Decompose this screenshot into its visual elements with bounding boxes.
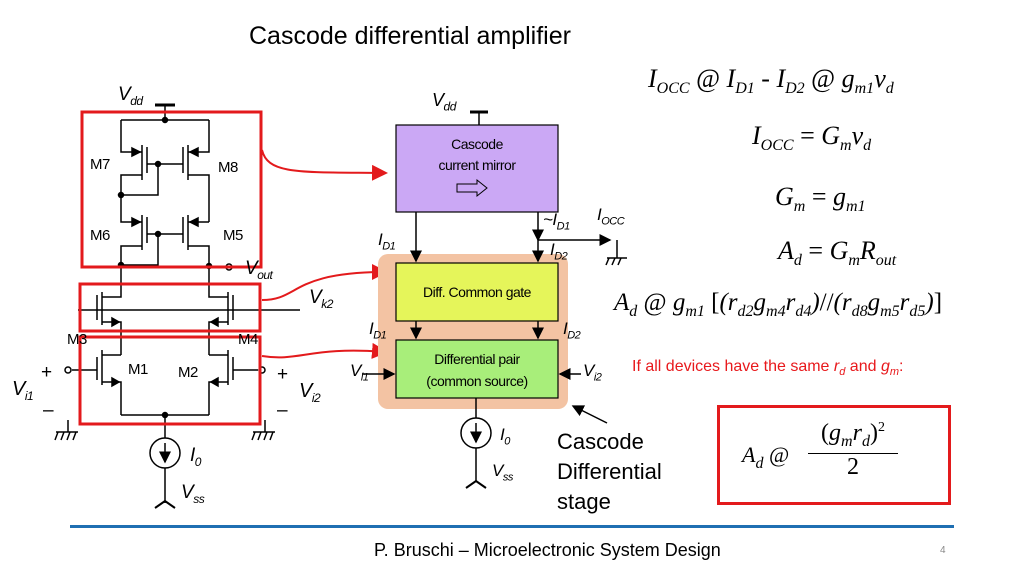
label-m2: M2 [178,364,198,381]
block-vi2-label: Vi2 [583,361,602,384]
footer-text: P. Bruschi – Microelectronic System Desi… [374,540,721,560]
footer-rule [70,525,954,528]
block-vi1-label: Vi1 [350,361,369,384]
transistor-schematic [54,103,300,509]
label-m4: M4 [238,331,258,348]
equation-iocc-gm: IOCC = Gmvd [752,121,872,154]
id2-label-mid: ID2 [563,319,581,342]
vi2-plus: + [277,364,288,385]
page-number: 4 [940,545,946,556]
transistor-m4 [208,292,234,355]
diff-common-gate-block [395,262,559,322]
id2-label-top: ID2 [550,240,568,263]
ground-icon-right [251,420,275,441]
arrow-to-diff-pair [261,342,388,359]
arrow-to-common-gate [261,264,388,301]
transistor-m7 [120,120,148,195]
caption-pointer-arrow [571,405,608,424]
equation-ad-expanded: Ad @ gm1 [(rd2gm4rd4)//(rd8gm5rd5)] [614,289,943,320]
equation-ad-gain: Ad = GmRout [778,236,897,269]
vi2-label: Vi2 [299,380,321,405]
vi1-minus: – [43,400,54,421]
transistor-m5 [182,215,210,296]
cascode-current-mirror-block [395,124,559,213]
iocc-label: IOCC [597,205,625,228]
vout-label: Vout [245,258,273,282]
label-m5: M5 [223,227,243,244]
transistor-m1 [72,350,122,415]
same-device-note: If all devices have the same rd and gm: [632,358,904,379]
id1-label-top: ID1 [378,230,396,253]
result-fraction: (gmrd)2 2 [808,420,898,481]
vdd-label: Vdd [118,84,143,108]
label-m8: M8 [218,159,238,176]
result-box [717,405,951,505]
highlight-box-diffpair [78,335,262,426]
transistor-m6 [120,195,148,265]
approx-id1-label: ~ID1 [543,210,570,233]
vi1-plus: + [41,362,52,383]
equation-iocc-approx: IOCC @ ID1 - ID2 @ gm1vd [648,64,894,97]
mirror-direction-arrow-icon [456,178,488,198]
label-m7: M7 [90,156,110,173]
differential-pair-block [395,339,559,399]
id1-label-mid: ID1 [369,319,387,342]
equation-gm: Gm = gm1 [775,182,866,215]
block-i0-label: I0 [500,425,510,448]
label-m3: M3 [67,331,87,348]
result-lhs: Ad @ [742,442,790,472]
highlight-box-cascode [78,282,262,333]
slide-title: Cascode differential amplifier [249,22,571,50]
label-m6: M6 [90,227,110,244]
vi1-terminal [64,366,72,374]
common-gate-label: Diff. Common gate [423,284,531,300]
highlight-box-mirror [80,110,263,269]
vss-label: Vss [181,482,205,506]
label-m1: M1 [128,361,148,378]
transistor-m3 [96,292,122,355]
block-vdd-label: Vdd [432,90,456,114]
transistor-m2 [208,350,258,415]
block-vss-label: Vss [492,461,513,484]
vi1-label: Vi1 [12,378,34,403]
ground-icon-left [54,420,78,441]
vk2-label: Vk2 [309,287,333,311]
transistor-m8 [182,120,210,222]
diff-pair-label: Differential pair(common source) [426,351,528,389]
vss-symbol [154,499,176,509]
arrow-to-mirror [261,149,388,181]
vi2-minus: – [277,400,288,421]
i0-label: I0 [190,445,201,469]
